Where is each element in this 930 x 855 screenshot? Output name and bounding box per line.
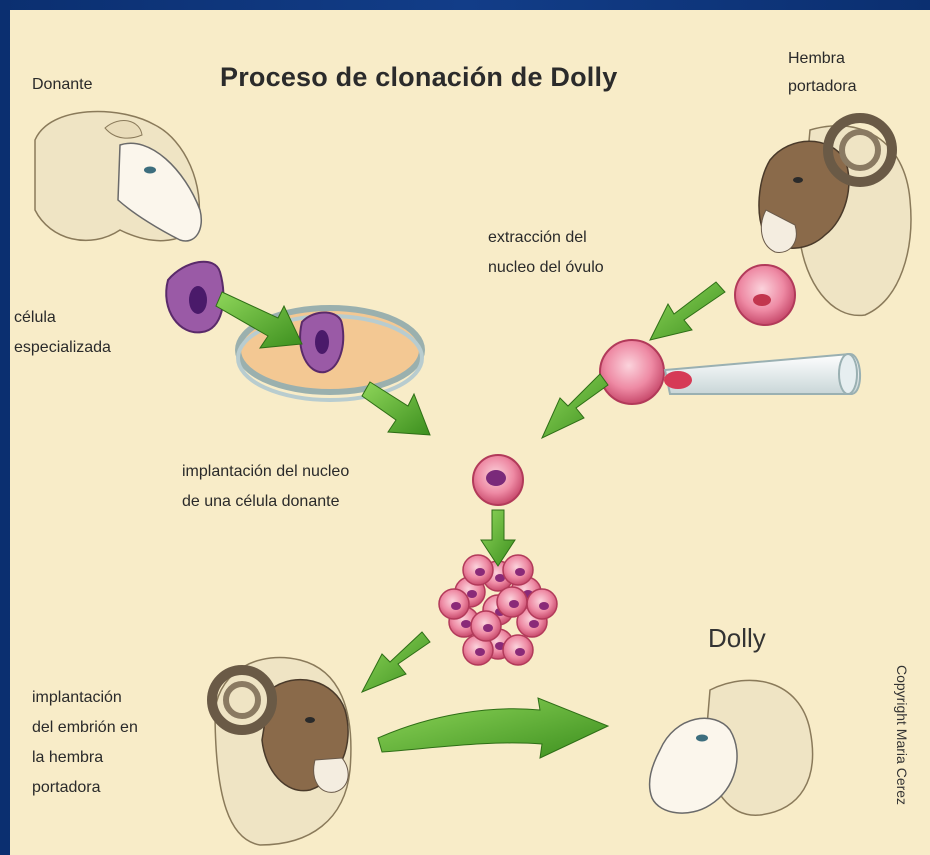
diagram-panel: Proceso de clonación de Dolly Donante He… — [10, 10, 930, 855]
embryo-cell-nucleus — [539, 602, 549, 610]
embryo-cell-nucleus — [461, 620, 471, 628]
donor-sheep-icon — [34, 110, 202, 242]
label-implantacion-embrion-3: la hembra — [32, 749, 104, 766]
embryo-cell-nucleus — [515, 568, 525, 576]
label-implantacion-embrion-4: portadora — [32, 779, 101, 796]
embryo-cell-nucleus — [515, 648, 525, 656]
copyright-text: Copyright Maria Cerez — [894, 665, 910, 806]
label-extraccion-2: nucleo del óvulo — [488, 259, 604, 276]
embryo-cell-nucleus — [509, 600, 519, 608]
diagram-illustration — [34, 110, 912, 846]
arrow-icon-embryo-to-host — [360, 631, 431, 693]
diagram-title: Proceso de clonación de Dolly — [220, 62, 618, 92]
embryo-cell-nucleus — [483, 624, 493, 632]
arrow-icon-host-to-dolly — [377, 697, 610, 759]
host-female-sheep-icon — [758, 113, 912, 317]
label-celula-1: célula — [14, 309, 56, 326]
label-extraccion-1: extracción del — [488, 229, 587, 246]
arrow-icon-cell-to-embryo — [480, 509, 516, 567]
embryo-cluster-icon — [438, 554, 558, 666]
arrow-icon-cell-to-dish — [215, 291, 303, 349]
label-implantacion-embrion-2: del embrión en — [32, 719, 138, 736]
pipette-icon — [663, 352, 861, 395]
label-implantacion-embrion-1: implantación — [32, 689, 122, 706]
reconstructed-cell-icon — [472, 454, 524, 506]
embryo-cell-nucleus — [495, 574, 505, 582]
arrow-icon-ovule-extraction — [649, 281, 726, 341]
ovule-cell-icon — [734, 264, 796, 326]
label-implantacion-nucleo-2: de una célula donante — [182, 493, 340, 510]
donor-cell-icon — [165, 260, 225, 334]
label-dolly: Dolly — [708, 623, 766, 653]
embryo-cell-nucleus — [475, 648, 485, 656]
label-implantacion-nucleo-1: implantación del nucleo — [182, 463, 350, 480]
label-celula-2: especializada — [14, 339, 111, 356]
host-sheep-with-embryo-icon — [207, 656, 352, 846]
dolly-sheep-icon — [648, 679, 814, 816]
enucleated-ovule-icon — [599, 339, 665, 405]
embryo-cell-nucleus — [451, 602, 461, 610]
embryo-cell-nucleus — [467, 590, 477, 598]
arrow-icon-dish-to-center — [361, 381, 431, 436]
label-donante: Donante — [32, 76, 93, 93]
label-hembra: Hembra — [788, 50, 845, 67]
arrow-icon-ovule-to-center — [540, 373, 609, 440]
embryo-cell-nucleus — [475, 568, 485, 576]
label-portadora: portadora — [788, 78, 857, 95]
embryo-cell-nucleus — [529, 620, 539, 628]
